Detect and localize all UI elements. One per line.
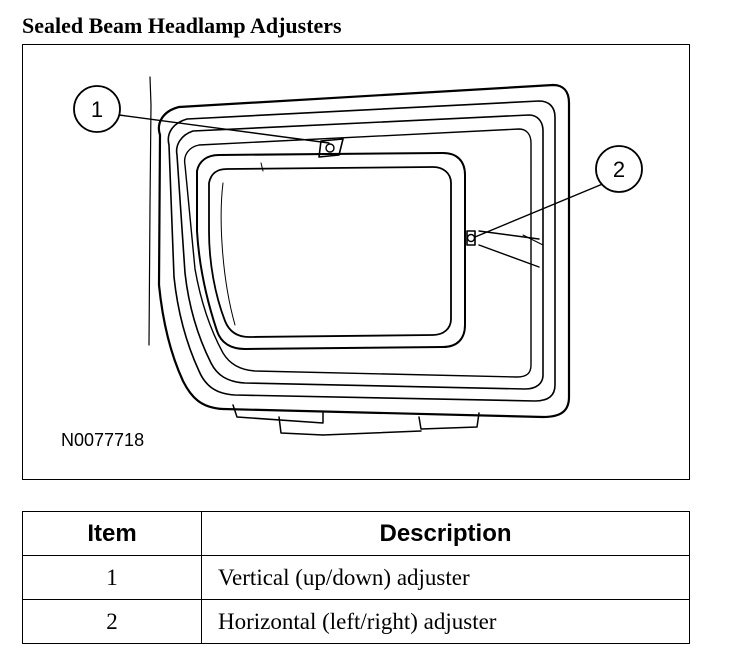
headlamp-figure: 1 2 N0077718 bbox=[22, 44, 690, 480]
row-item-description: Vertical (up/down) adjuster bbox=[201, 555, 690, 600]
callout-circle-2 bbox=[595, 145, 643, 193]
callout-leader-1 bbox=[118, 114, 330, 144]
page-title: Sealed Beam Headlamp Adjusters bbox=[22, 13, 342, 38]
horizontal-adjuster-icon bbox=[466, 230, 476, 246]
header-item: Item bbox=[22, 511, 202, 556]
callout-1-label: 1 bbox=[91, 97, 103, 122]
table-row: 2 Horizontal (left/right) adjuster bbox=[22, 599, 690, 644]
callout-2-label: 2 bbox=[613, 157, 625, 182]
row-item-number: 2 bbox=[22, 599, 202, 644]
header-description: Description bbox=[201, 511, 690, 556]
callout-leader-2 bbox=[474, 182, 606, 238]
headlamp-illustration: 1 2 bbox=[73, 76, 643, 436]
table-row: 1 Vertical (up/down) adjuster bbox=[22, 555, 690, 600]
vertical-adjuster-icon bbox=[318, 138, 344, 158]
item-description-table: Item Description 1 Vertical (up/down) ad… bbox=[22, 511, 690, 644]
table-header-row: Item Description bbox=[22, 511, 690, 556]
row-item-description: Horizontal (left/right) adjuster bbox=[201, 599, 690, 644]
callout-circle-1 bbox=[73, 85, 121, 133]
figure-id: N0077718 bbox=[61, 430, 145, 450]
row-item-number: 1 bbox=[22, 555, 202, 600]
